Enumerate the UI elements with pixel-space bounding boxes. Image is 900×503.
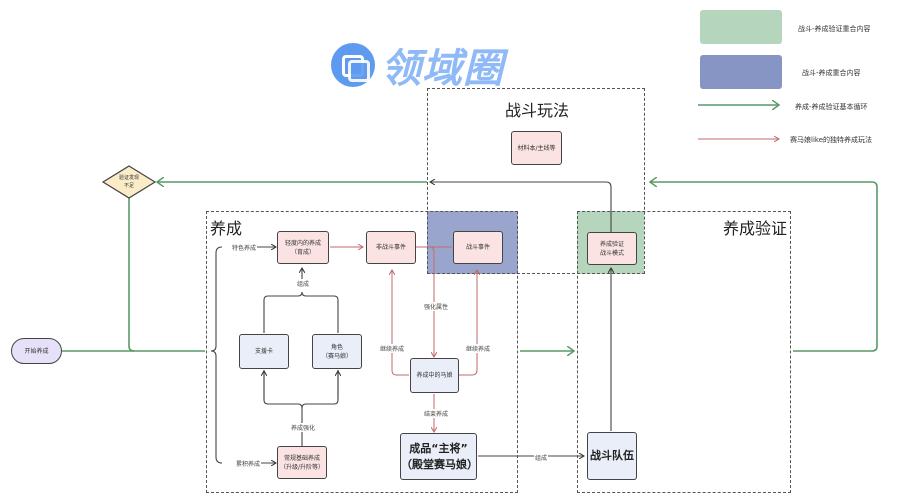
node-non-combat-event[interactable]: 非战斗事件 xyxy=(366,231,416,264)
region-combat xyxy=(427,88,645,274)
label-accumulate-training: 累积养成 xyxy=(235,459,262,468)
node-light-training[interactable]: 轻度内的养成 （育成） xyxy=(277,231,329,264)
main-loop-edges xyxy=(62,182,878,352)
region-verify xyxy=(577,211,791,493)
edge-verify-loop xyxy=(650,182,878,352)
legend-swatch-blue xyxy=(700,55,782,89)
brace-top xyxy=(263,291,339,333)
node-character[interactable]: 角色 （赛马娘） xyxy=(312,334,362,369)
region-verify-title: 养成验证 xyxy=(723,219,788,238)
label-continue-left: 继续养成 xyxy=(379,344,406,353)
logo-text: 领域圈 xyxy=(381,46,504,92)
edge-continue-left xyxy=(392,270,409,376)
legend-swatch-green xyxy=(700,10,782,44)
legend-label-2: 养成-养成验证基本循环 xyxy=(795,103,868,111)
logo: 领域圈 xyxy=(331,36,504,94)
brace-bottom xyxy=(263,370,339,409)
label-continue-right: 继续养成 xyxy=(465,344,492,353)
region-training xyxy=(206,211,518,493)
node-battle-team[interactable]: 战斗队伍 xyxy=(587,432,637,480)
node-decision-label[interactable]: 验证发现 不足 xyxy=(118,175,139,189)
node-combat-event[interactable]: 战斗事件 xyxy=(453,231,503,264)
region-training-title: 养成 xyxy=(210,219,243,238)
label-training-boost: 养成强化 xyxy=(290,423,317,432)
node-final-product[interactable]: 成品“主将” （殿堂赛马娘） xyxy=(400,433,478,480)
region-combat-title: 战斗玩法 xyxy=(505,101,570,120)
edge-verifymode-to-top xyxy=(430,182,612,232)
decision-diamond xyxy=(101,165,157,199)
logo-icon xyxy=(331,43,375,87)
legend-label-0: 战斗-养成验证重合内容 xyxy=(798,25,871,33)
label-compose-team: 组成 xyxy=(534,453,549,462)
label-end-training: 结束养成 xyxy=(423,409,450,418)
label-enhance-attr: 强化属性 xyxy=(423,302,450,311)
edge-decision-down xyxy=(128,197,135,352)
legend-label-3: 赛马娘like的独特养成玩法 xyxy=(790,136,873,144)
brace-left xyxy=(210,246,223,464)
edge-continue-right xyxy=(459,270,477,376)
node-support-card[interactable]: 支援卡 xyxy=(239,334,289,369)
legend-label-1: 战斗-养成重合内容 xyxy=(802,69,861,77)
node-horse-in-training[interactable]: 养成中的马娘 xyxy=(410,358,459,393)
node-start[interactable]: 开始养成 xyxy=(11,338,62,364)
node-materials[interactable]: 材料本/主线等 xyxy=(511,131,562,165)
label-special-training: 特色养成 xyxy=(231,243,258,252)
label-compose-top: 组成 xyxy=(296,279,311,288)
edge-enhance xyxy=(429,246,434,357)
node-verify-mode[interactable]: 养成验证 战斗模式 xyxy=(587,232,637,265)
node-regular-training[interactable]: 常规基础养成 （升级/升阶等） xyxy=(277,446,327,479)
